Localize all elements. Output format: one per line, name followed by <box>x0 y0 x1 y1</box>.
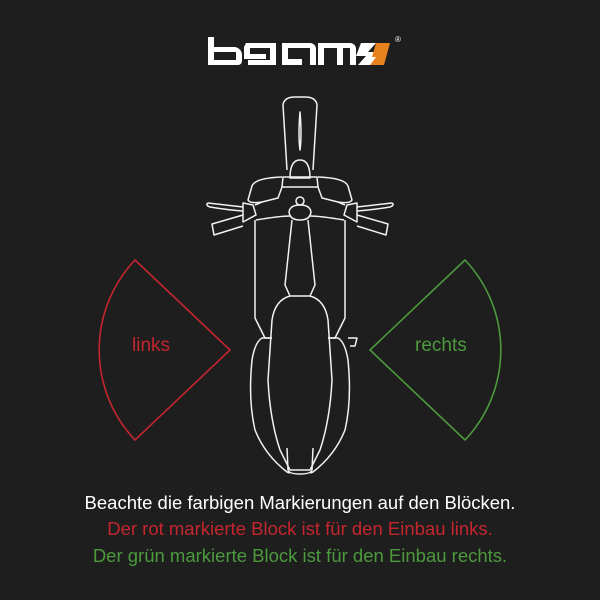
label-left: links <box>132 335 171 356</box>
registered-mark: ® <box>395 35 401 44</box>
caption-left-block: Der rot markierte Block ist für den Einb… <box>107 518 493 539</box>
left-block-sector <box>98 258 232 442</box>
scooter-outline <box>206 96 394 475</box>
bgm-logo: ® <box>208 35 401 65</box>
caption-instruction: Beachte die farbigen Markierungen auf de… <box>84 492 516 513</box>
caption-right-block: Der grün markierte Block ist für den Ein… <box>92 545 508 566</box>
label-right: rechts <box>415 335 467 356</box>
right-block-sector <box>368 258 502 442</box>
